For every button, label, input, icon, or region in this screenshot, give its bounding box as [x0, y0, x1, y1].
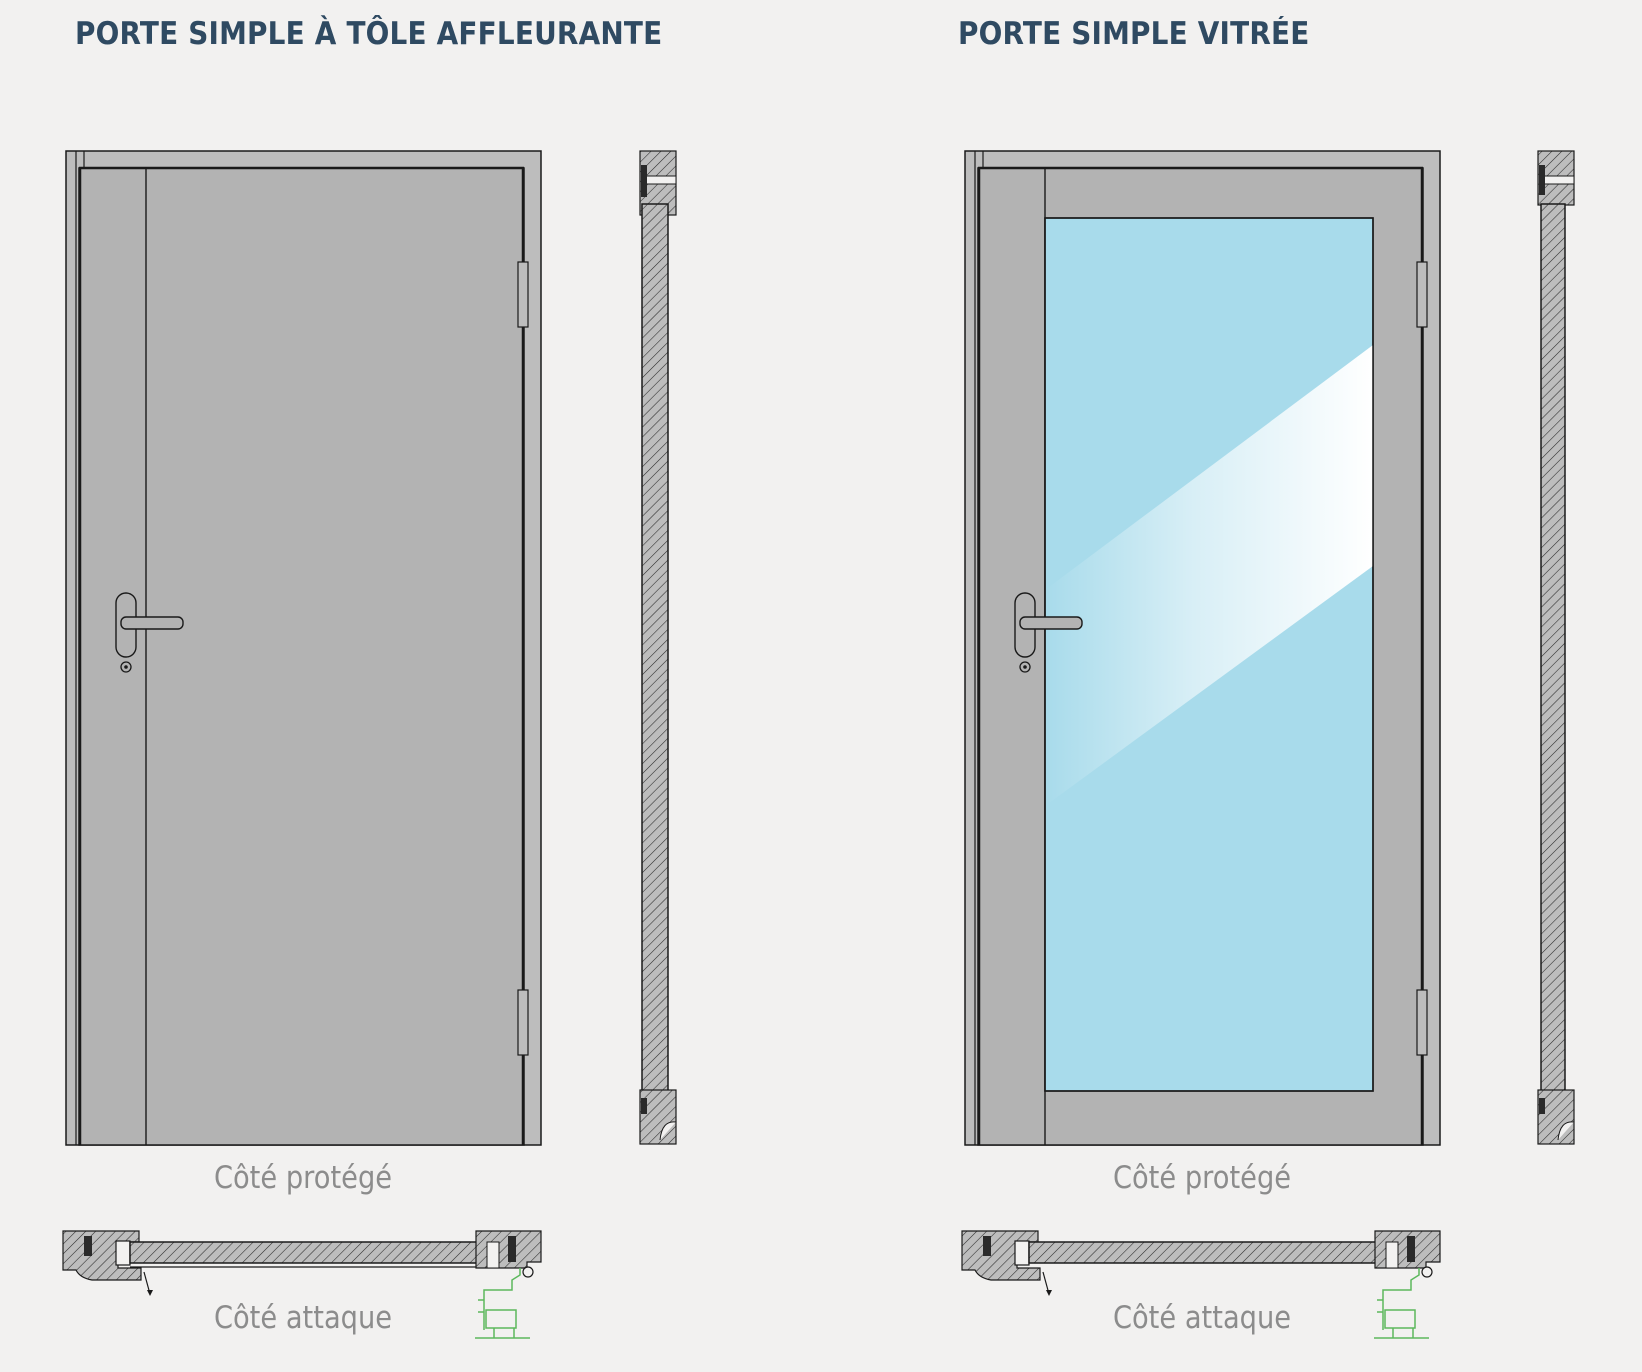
flush-door-horizontal-section [62, 1230, 542, 1339]
hinge-detail-green [1374, 1268, 1429, 1339]
panel-title-flush-door: PORTE SIMPLE À TÔLE AFFLEURANTE [75, 16, 663, 52]
flush-door-vertical-section [639, 150, 677, 1145]
label-protected-side-left: Côté protégé [213, 1160, 393, 1196]
hinge-bottom [1416, 989, 1428, 1056]
glazed-door-elevation [964, 150, 1441, 1146]
flush-door-elevation [65, 150, 542, 1146]
glass-panel [1044, 217, 1374, 1092]
hinge-bottom [517, 989, 529, 1056]
hinge-detail-green [475, 1268, 530, 1339]
hinge-top [1416, 261, 1428, 328]
label-attack-side-left: Côté attaque [213, 1300, 393, 1336]
door-handle [115, 592, 184, 673]
label-protected-side-right: Côté protégé [1112, 1160, 1292, 1196]
glazed-door-vertical-section [1537, 150, 1575, 1145]
door-handle [1014, 592, 1083, 673]
label-attack-side-right: Côté attaque [1112, 1300, 1292, 1336]
panel-title-glazed-door: PORTE SIMPLE VITRÉE [958, 16, 1310, 52]
hinge-top [517, 261, 529, 328]
glazed-door-horizontal-section [961, 1230, 1441, 1339]
